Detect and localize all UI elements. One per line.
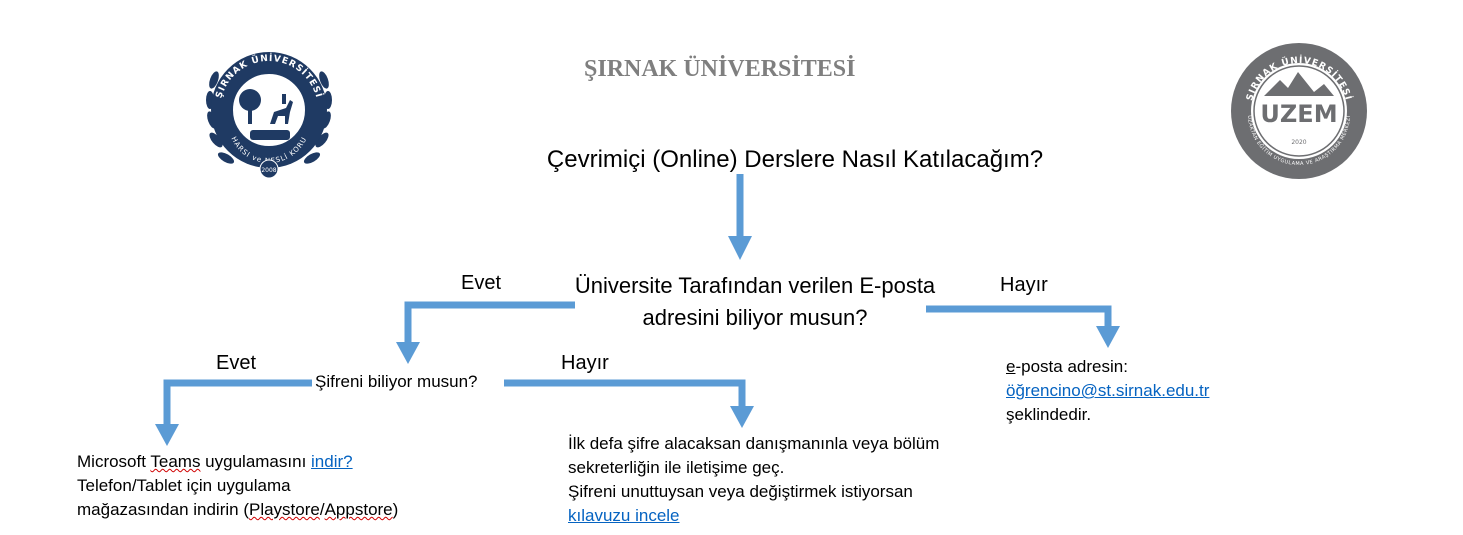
advisor-line4: kılavuzu incele: [568, 504, 939, 528]
arrow-email-yes: [404, 301, 575, 346]
teams-word: Teams: [150, 452, 201, 471]
teams-line3-prefix: mağazasından indirin (: [77, 500, 249, 519]
arrowhead-password-no: [730, 406, 754, 428]
appstore-text: Appstore: [324, 500, 393, 519]
main-question: Çevrimiçi (Online) Derslere Nasıl Katıla…: [546, 146, 1044, 173]
email-info-first-letter: e: [1006, 357, 1016, 376]
advisor-line2: sekreterliğin ile iletişime geç.: [568, 458, 785, 477]
advisor-line3: Şifreni unuttuysan veya değiştirmek isti…: [568, 482, 913, 501]
email-question: Üniversite Tarafından verilen E-posta ad…: [540, 270, 970, 334]
teams-line1: Microsoft Teams uygulamasını indir?: [77, 450, 398, 474]
teams-line3: mağazasından indirin (Playstore/Appstore…: [77, 498, 398, 522]
page-title: ŞIRNAK ÜNİVERSİTESİ: [584, 56, 856, 82]
guide-link[interactable]: kılavuzu incele: [568, 506, 680, 525]
teams-download-link[interactable]: indir?: [311, 452, 353, 471]
teams-line1-middle: uygulamasını: [200, 452, 312, 471]
email-info-line1-rest: -posta adresin:: [1015, 357, 1128, 376]
email-info-line3: şeklindedir.: [1006, 405, 1092, 424]
yes-label-email: Evet: [461, 272, 502, 294]
email-question-line1: Üniversite Tarafından verilen E-posta: [574, 273, 936, 298]
arrowhead-main: [728, 236, 752, 260]
student-email-link[interactable]: öğrencino@st.sirnak.edu.tr: [1006, 381, 1210, 400]
teams-line3-slash: /: [319, 500, 325, 519]
arrow-password-yes: [163, 379, 312, 428]
no-label-password: Hayır: [561, 352, 609, 374]
uzem-logo: ŞIRNAK ÜNİVERSİTESİ UZEM 2020 UZAKTAN EĞ…: [1231, 43, 1367, 179]
no-label-email: Hayır: [1000, 274, 1048, 296]
university-seal-logo: ŞIRNAK ÜNİVERSİTESİ HARSI ve NESLİ KORU …: [206, 52, 332, 179]
teams-instructions: Microsoft Teams uygulamasını indir? Tele…: [77, 450, 398, 522]
arrow-email-no: [926, 305, 1112, 330]
teams-line3-suffix: ): [392, 500, 399, 519]
email-info-line2: öğrencino@st.sirnak.edu.tr: [1006, 379, 1209, 403]
advisor-instructions: İlk defa şifre alacaksan danışmanınla ve…: [568, 432, 939, 528]
email-question-line2: adresini biliyor musun?: [642, 305, 868, 330]
logo-right-brand: UZEM: [1260, 100, 1337, 128]
arrow-password-no: [504, 379, 746, 410]
arrowhead-email-no: [1096, 326, 1120, 348]
advisor-line1: İlk defa şifre alacaksan danışmanınla ve…: [568, 434, 940, 453]
playstore-text: Playstore: [248, 500, 320, 519]
password-question: Şifreni biliyor musun?: [315, 372, 478, 391]
teams-line2: Telefon/Tablet için uygulama: [77, 476, 291, 495]
yes-label-password: Evet: [216, 352, 257, 374]
email-info-line1: e-posta adresin:: [1006, 355, 1209, 379]
email-info: e-posta adresin: öğrencino@st.sirnak.edu…: [1006, 355, 1209, 427]
arrowhead-password-yes: [155, 424, 179, 446]
logo-left-year: 2008: [261, 167, 276, 174]
logo-right-year: 2020: [1291, 139, 1306, 146]
arrowhead-email-yes: [396, 342, 420, 364]
teams-line1-prefix: Microsoft: [77, 452, 151, 471]
